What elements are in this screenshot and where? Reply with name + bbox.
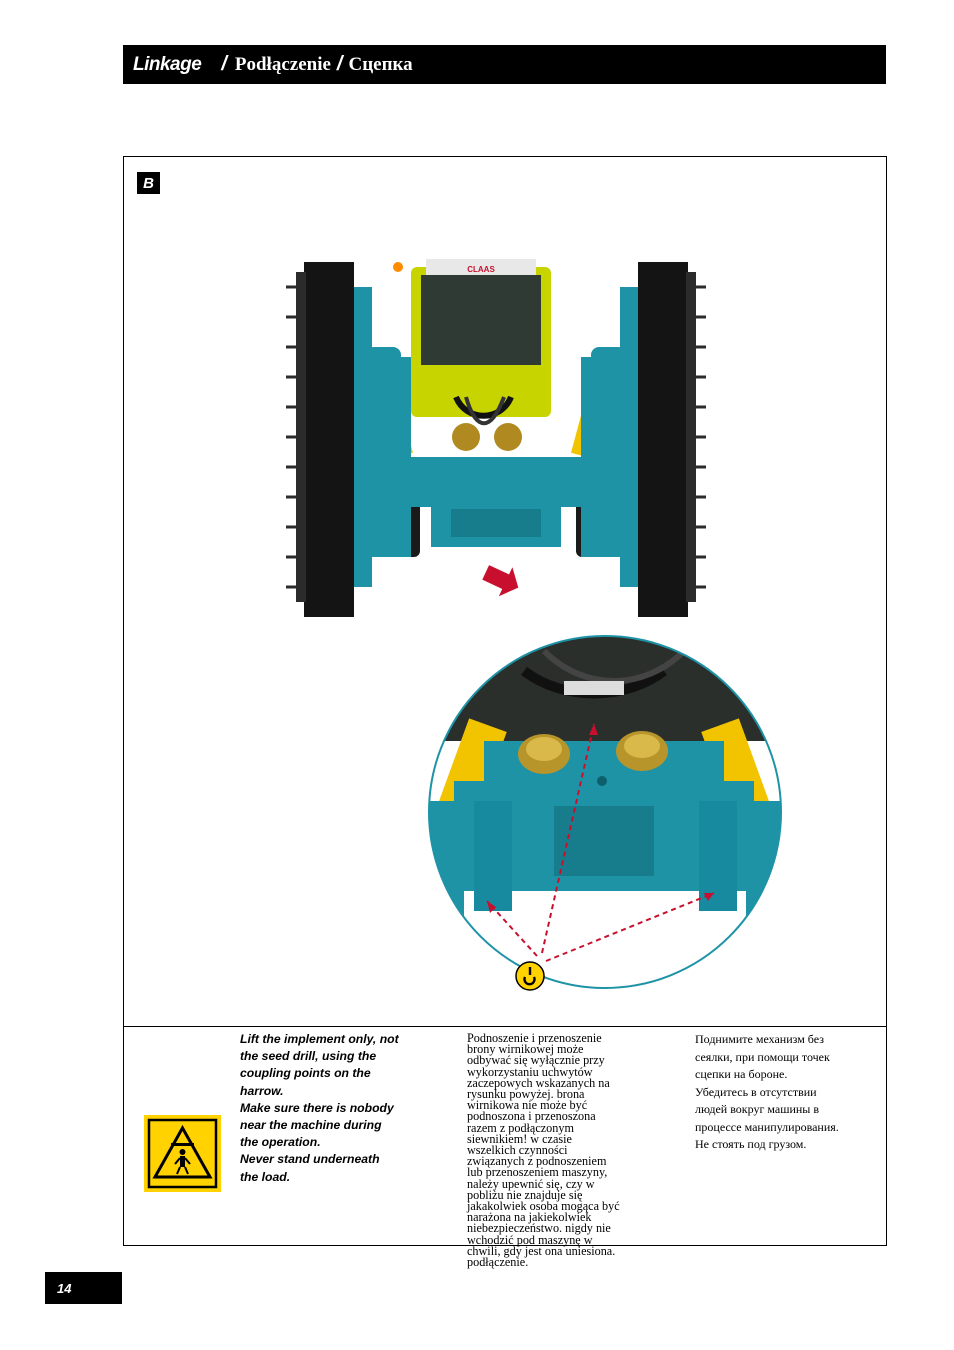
text-line: narażona na jakiekolwiek	[467, 1210, 592, 1225]
coupling-points-detail	[428, 635, 782, 991]
text-line: siewnikiem! w czasie	[467, 1131, 572, 1146]
tractor-brand-text: CLAAS	[467, 265, 495, 274]
text-line: near the machine during	[240, 1118, 382, 1133]
text-line: odbywać się wyłącznie przy	[467, 1053, 605, 1068]
text-line: the load.	[240, 1169, 291, 1184]
title-pl: Podłączenie	[234, 53, 331, 75]
warning-text-en: Lift the implement only, not the seed dr…	[240, 1031, 425, 1186]
section-divider	[124, 1026, 886, 1027]
figure-frame: B CLAAS	[123, 156, 887, 1268]
page-header: Linkage / Podłączenie / Сцепка	[123, 45, 886, 84]
text-line: chwili, gdy jest ona uniesiona.	[467, 1243, 616, 1258]
title-separator: /	[336, 53, 343, 75]
text-line: wirnikowa nie może być	[467, 1098, 588, 1113]
figure-label: B	[137, 172, 160, 194]
text-line: harrow.	[240, 1083, 284, 1098]
text-line: pobliżu nie znajduje się	[467, 1187, 583, 1202]
text-line: podnoszona i przenoszona	[467, 1109, 596, 1124]
text-line: процессе манипулирования.	[695, 1119, 839, 1134]
text-line: związanych z podnoszeniem	[467, 1154, 607, 1169]
title-ru: Сцепка	[348, 53, 413, 75]
warning-text-ru: Поднимите механизм без сеялки, при помощ…	[695, 1031, 870, 1154]
text-line: razem z podłączonym	[467, 1120, 574, 1135]
text-line: сцепки на бороне.	[695, 1067, 788, 1081]
text-line: wchodzić pod maszynę w	[467, 1232, 593, 1247]
text-line: wszelkich czynności	[467, 1143, 568, 1158]
title-separator: /	[221, 53, 227, 75]
tractor-harrow-photo: CLAAS	[286, 259, 706, 617]
coupling-arrows	[486, 723, 715, 962]
text-line: wykorzystaniu uchwytów	[467, 1064, 593, 1079]
text-line: coupling points on the	[240, 1066, 371, 1081]
text-line: Never stand underneath	[240, 1152, 380, 1167]
text-line: lub przenoszeniem maszyny,	[467, 1165, 608, 1180]
text-line: Podnoszenie i przenoszenie	[467, 1031, 602, 1045]
text-line: jakakolwiek osoba mogąca być	[467, 1199, 620, 1214]
text-line: Make sure there is nobody	[240, 1100, 394, 1115]
text-line: людей вокруг машины в	[695, 1102, 820, 1116]
text-line: the operation.	[240, 1135, 321, 1150]
page-number: 14	[45, 1272, 122, 1304]
warning-text-pl: Podnoszenie i przenoszenie brony wirniko…	[467, 1031, 645, 1270]
text-line: Lift the implement only, not	[240, 1032, 399, 1046]
text-line: należy upewnić się, czy w	[467, 1176, 595, 1191]
text-line: podłączenie.	[467, 1255, 529, 1270]
text-line: rysunku powyżej. brona	[467, 1087, 585, 1102]
title-en: Linkage	[133, 53, 202, 75]
text-line: niebezpieczeństwo. nigdy nie	[467, 1221, 611, 1236]
text-line: Поднимите механизм без	[695, 1032, 824, 1046]
direction-arrow-icon	[482, 565, 519, 597]
text-line: zaczepowych wskazanych na	[467, 1075, 610, 1090]
text-line: Убедитесь в отсутствии	[695, 1084, 817, 1099]
text-line: brony wirnikowej może	[467, 1042, 584, 1057]
text-line: Не стоять под грузом.	[695, 1137, 807, 1151]
crush-hazard-warning-icon	[144, 1115, 221, 1192]
lifting-hook-icon	[515, 961, 545, 991]
text-line: сеялки, при помощи точек	[695, 1049, 830, 1064]
text-line: the seed drill, using the	[240, 1049, 377, 1064]
